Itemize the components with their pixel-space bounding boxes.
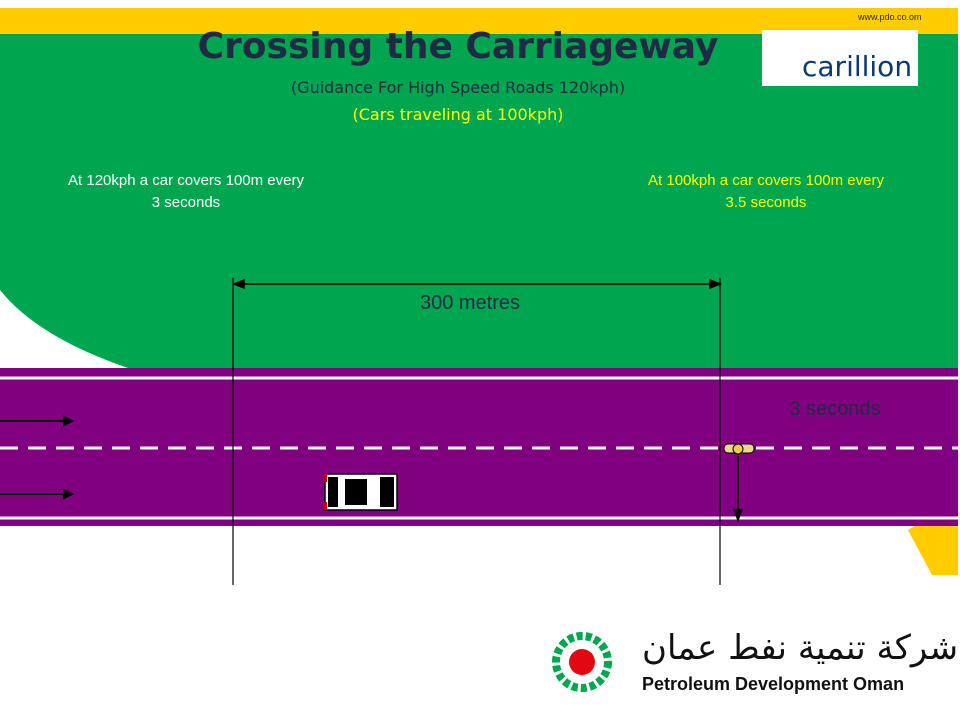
website-url: www.pdo.co.om	[858, 12, 922, 22]
direction-arrow-icon	[0, 488, 75, 500]
carillion-logo: carillion	[762, 30, 918, 86]
direction-arrow-icon	[0, 415, 75, 427]
pdo-name: Petroleum Development Oman	[642, 674, 905, 694]
pedestrian-icon	[723, 443, 755, 455]
top-yellow-band	[0, 8, 958, 34]
time-label: 3 seconds	[789, 398, 881, 420]
pdo-logo-icon	[552, 632, 612, 692]
slide-subtitle: (Guidance For High Speed Roads 120kph)	[290, 78, 626, 97]
fact-120kph-line1: At 120kph a car covers 100m every	[68, 172, 304, 189]
crossing-arrow-icon	[732, 456, 744, 523]
slide-subtitle-speed: (Cars traveling at 100kph)	[352, 105, 564, 124]
fact-100kph-line2: 3.5 seconds	[725, 194, 807, 211]
fact-100kph: At 100kph a car covers 100m every 3.5 se…	[600, 170, 932, 214]
fact-120kph-line2: 3 seconds	[151, 194, 221, 211]
slide-title: Crossing the Carriageway	[197, 26, 719, 67]
car-icon	[324, 473, 398, 511]
fact-100kph-line1: At 100kph a car covers 100m every	[648, 172, 884, 189]
carillion-wordmark: carillion	[802, 50, 913, 83]
fact-120kph: At 120kph a car covers 100m every 3 seco…	[20, 170, 352, 214]
green-field	[0, 34, 958, 372]
distance-label: 300 metres	[419, 292, 521, 314]
pdo-arabic-name: شركة تنمية نفط عمان	[642, 628, 959, 668]
distance-arrow-icon	[231, 278, 723, 290]
